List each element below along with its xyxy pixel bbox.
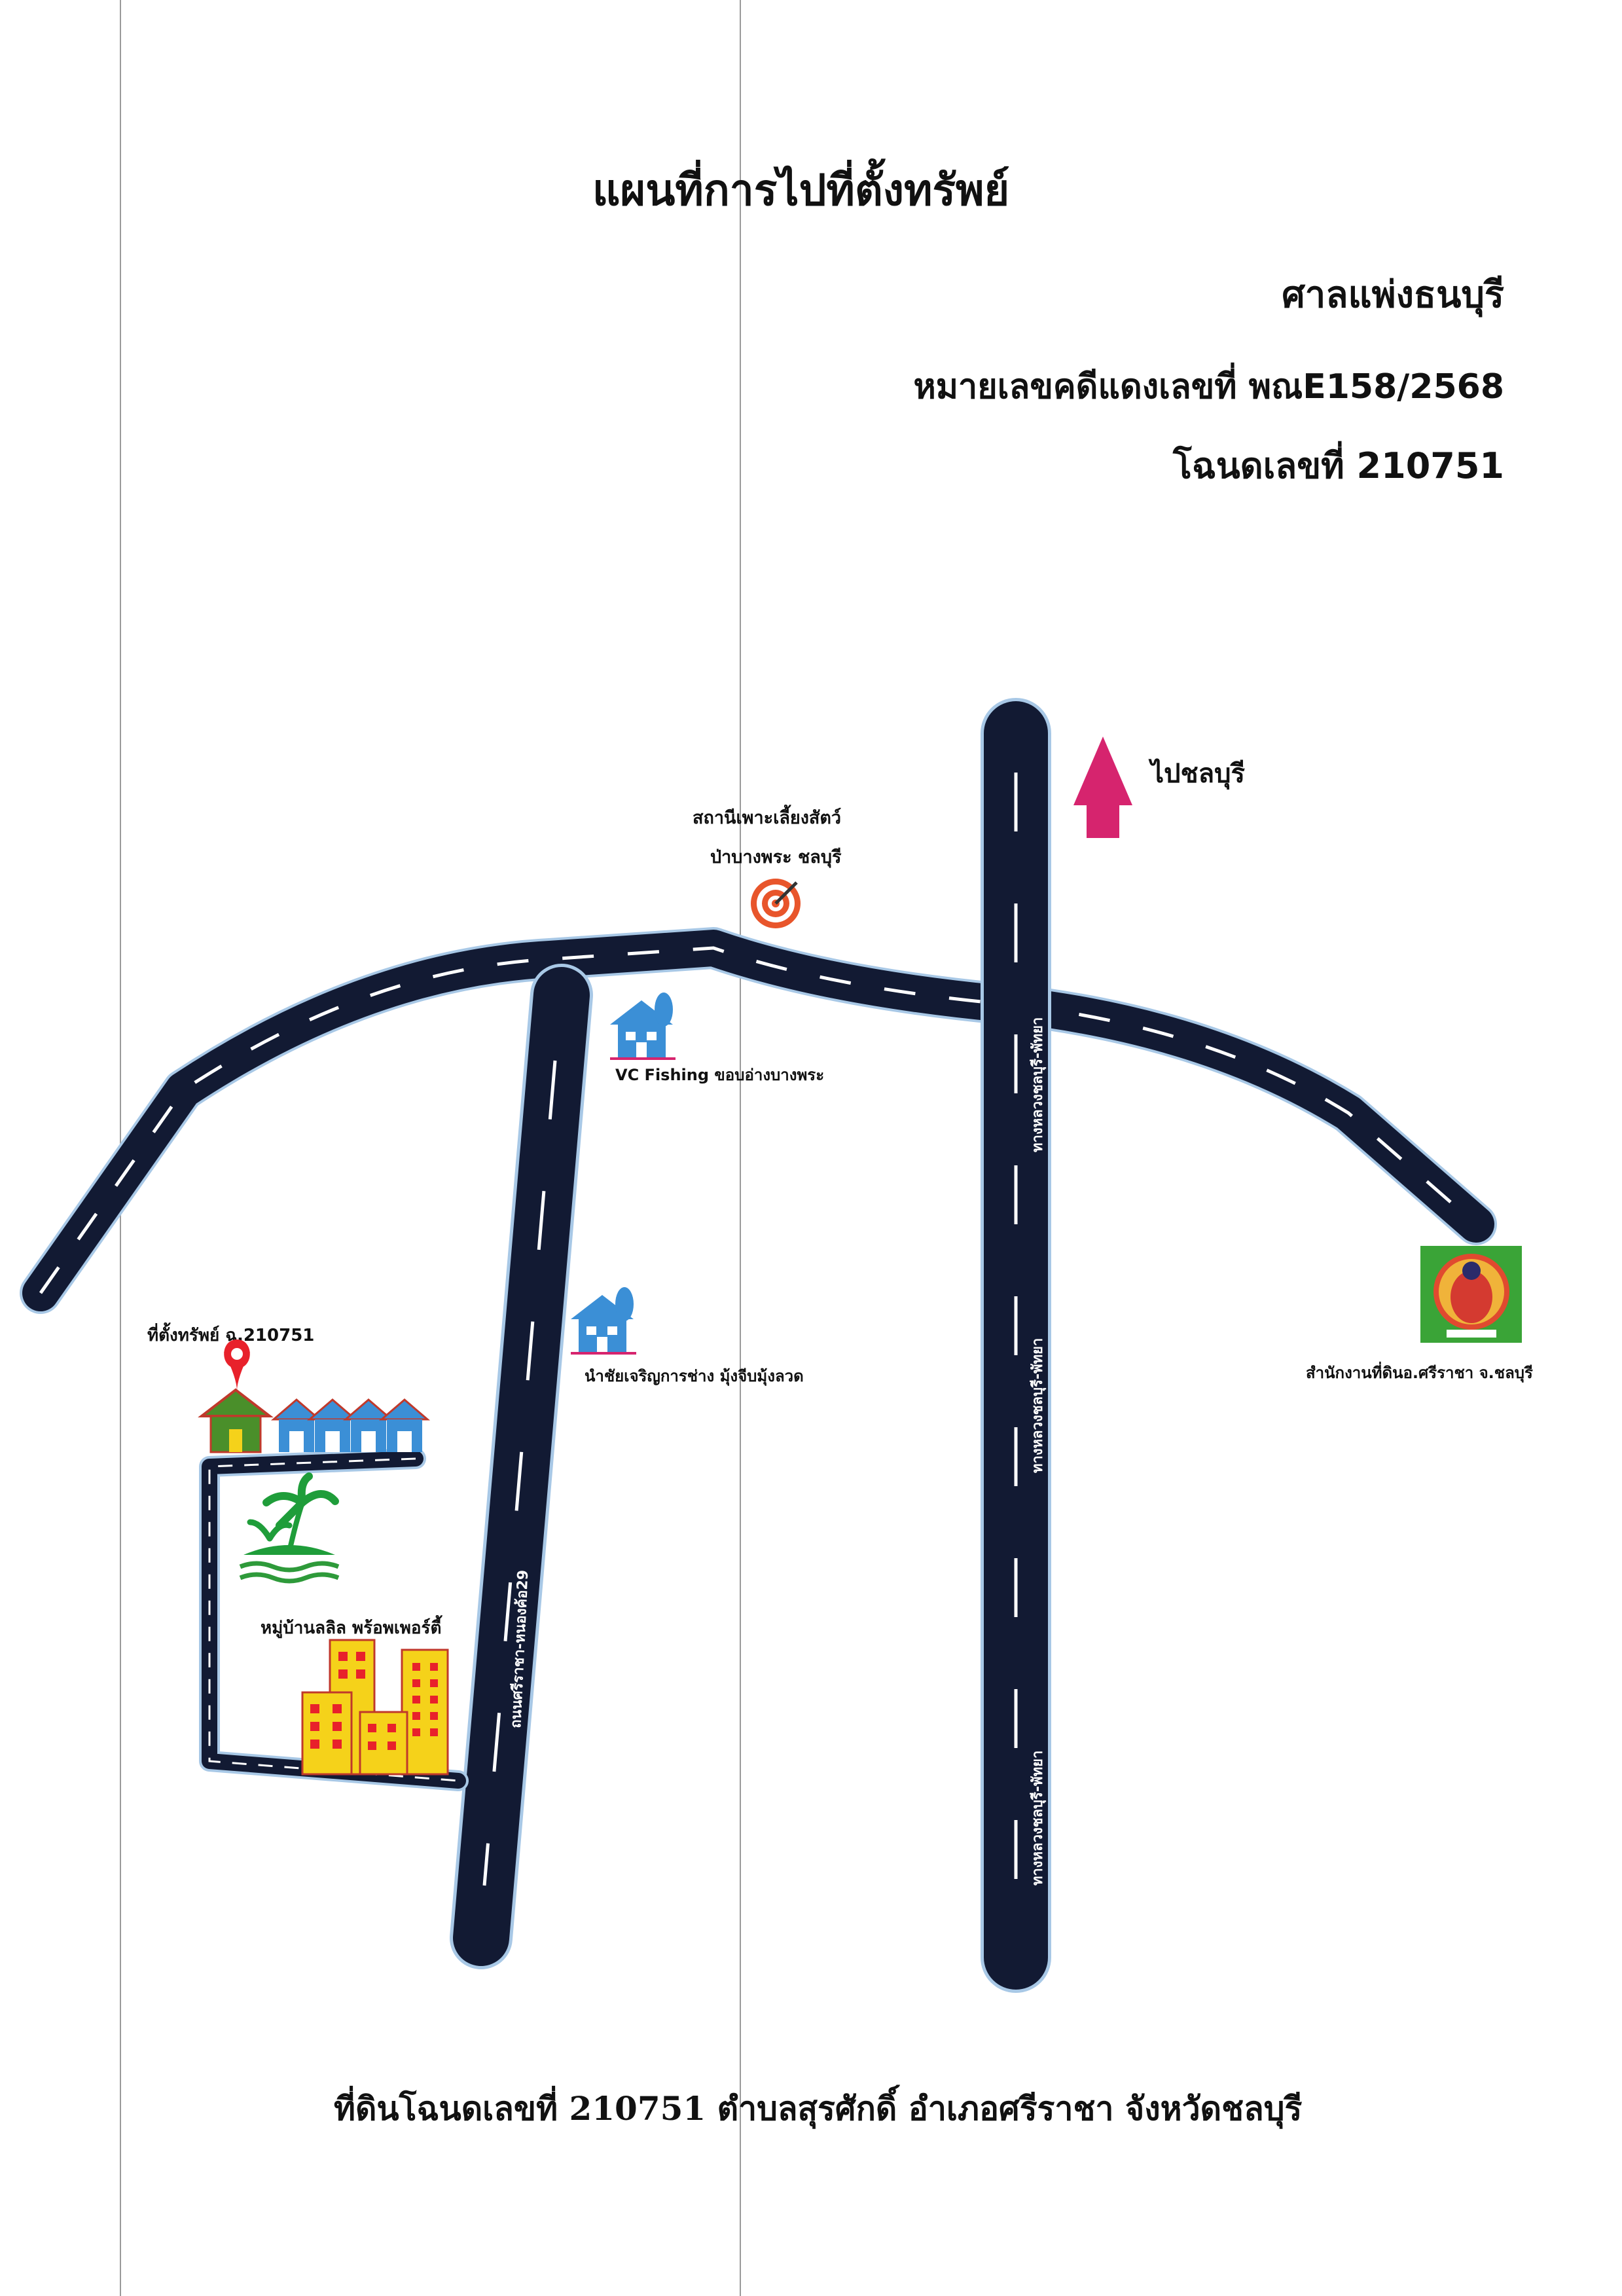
deed-number: โฉนดเลขที่ 210751 xyxy=(1172,445,1504,486)
highway-label-3: ทางหลวงชลบุรี-พัทยา xyxy=(1030,1751,1047,1886)
soi-road xyxy=(450,964,593,1969)
case-number: หมายเลขคดีแดงเลขที่ พณE158/2568 xyxy=(913,367,1504,407)
highway-label-1: ทางหลวงชลบุรี-พัทยา xyxy=(1030,1017,1047,1152)
target-icon xyxy=(751,879,801,928)
direction-label: ไปชลบุรี xyxy=(1148,758,1246,790)
highway-label-2: ทางหลวงชลบุรี-พัทยา xyxy=(1030,1338,1047,1473)
vc-fishing-label: VC Fishing ขอบอ่างบางพระ xyxy=(615,1066,824,1084)
land-office-seal-icon xyxy=(1420,1246,1522,1343)
land-office-label: สำนักงานที่ดินอ.ศรีราชา จ.ชลบุรี xyxy=(1306,1361,1533,1383)
village-label: หมู่บ้านลลิล พร้อพเพอร์ตี้ xyxy=(261,1614,443,1639)
footer-caption: ที่ดินโฉนดเลขที่ 210751 ตำบลสุรศักดิ์ อำ… xyxy=(334,2089,1303,2128)
row-houses-icon xyxy=(270,1398,431,1452)
house-icon xyxy=(571,1287,636,1355)
shop-label: นำชัยเจริญการช่าง มุ้งจีบมุ้งลวด xyxy=(585,1367,804,1387)
buildings-icon xyxy=(301,1639,449,1776)
court-name: ศาลแพ่งธนบุรี xyxy=(1282,274,1504,316)
wildlife-station-line2: ป่าบางพระ ชลบุรี xyxy=(710,847,842,868)
house-icon xyxy=(610,993,676,1060)
north-arrow-icon xyxy=(1073,737,1132,838)
property-house-icon xyxy=(198,1388,274,1453)
wildlife-station-line1: สถานีเพาะเลี้ยงสัตว์ xyxy=(693,804,841,828)
palm-island-icon xyxy=(239,1472,340,1584)
fold-line-center xyxy=(740,0,741,2296)
location-pin-icon xyxy=(224,1339,250,1391)
page-title: แผนที่การไปที่ตั้งทรัพย์ xyxy=(592,165,1010,215)
main-curved-road xyxy=(20,927,1497,1314)
